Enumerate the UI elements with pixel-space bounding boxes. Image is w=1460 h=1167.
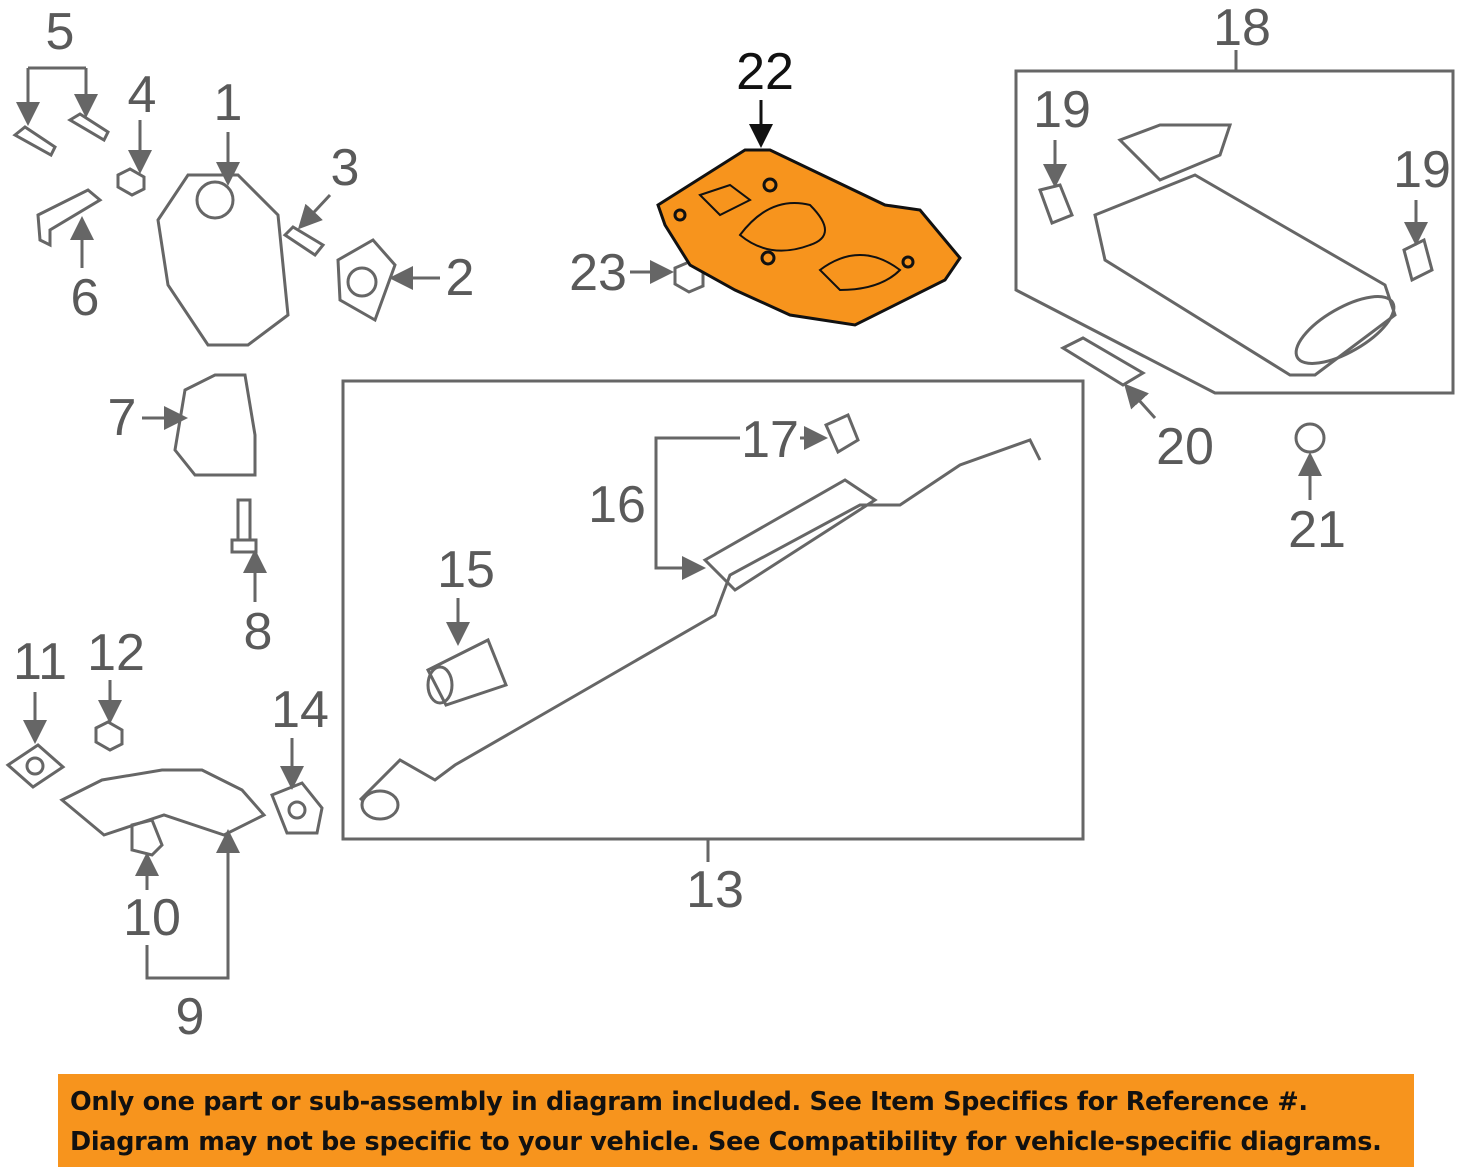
callout-2: 2 <box>445 249 475 307</box>
callout-19-right: 19 <box>1393 141 1451 199</box>
part-clamp-15 <box>425 637 508 707</box>
callout-14: 14 <box>271 681 329 739</box>
callout-6: 6 <box>70 269 100 327</box>
part-hanger-19a <box>1038 183 1074 225</box>
callout-8: 8 <box>243 603 273 661</box>
part-gasket-2 <box>336 238 397 323</box>
part-front-pipe-13 <box>358 438 1042 821</box>
callout-1: 1 <box>213 74 243 132</box>
disclaimer-banner: Only one part or sub-assembly in diagram… <box>58 1074 1414 1167</box>
callout-9: 9 <box>175 988 205 1046</box>
part-hanger-19b <box>1402 237 1434 283</box>
callout-16: 16 <box>588 476 646 534</box>
disclaimer-line-2: Diagram may not be specific to your vehi… <box>70 1127 1382 1157</box>
part-nut-12 <box>94 720 124 752</box>
part-gasket-20 <box>1059 336 1146 387</box>
callout-5: 5 <box>45 3 75 61</box>
callout-11: 11 <box>13 633 67 691</box>
leader-lines <box>16 50 1428 980</box>
part-bolts-5 <box>12 112 110 158</box>
callout-3: 3 <box>330 139 360 197</box>
disclaimer-line-1: Only one part or sub-assembly in diagram… <box>70 1087 1308 1117</box>
front-pipe-assembly-box <box>341 379 1085 841</box>
part-manifold-9 <box>59 768 267 837</box>
callout-23: 23 <box>569 244 627 302</box>
part-hanger-10 <box>130 818 164 857</box>
part-hanger-17 <box>824 412 860 455</box>
part-stud-3 <box>282 225 326 258</box>
callout-15: 15 <box>437 541 495 599</box>
callout-18: 18 <box>1213 0 1271 57</box>
part-bracket-6 <box>36 188 103 248</box>
part-plug-21 <box>1294 422 1326 454</box>
callout-20: 20 <box>1156 418 1214 476</box>
part-heat-shield-7 <box>173 373 257 477</box>
callout-10: 10 <box>123 889 181 947</box>
callout-13: 13 <box>686 861 744 919</box>
callout-4: 4 <box>127 66 157 124</box>
part-gasket-11 <box>5 743 66 789</box>
muffler-assembly-box <box>1014 69 1455 395</box>
part-nut-4 <box>116 167 146 197</box>
callout-21: 21 <box>1288 501 1346 559</box>
part-converter-1 <box>156 173 290 347</box>
callout-17: 17 <box>741 411 799 469</box>
part-bolt-8 <box>230 498 258 554</box>
part-muffler-18 <box>1093 123 1397 377</box>
callout-7: 7 <box>107 389 137 447</box>
callout-12: 12 <box>87 624 145 682</box>
part-gasket-14 <box>270 781 324 835</box>
part-heat-shield-22-highlighted <box>656 100 962 327</box>
callout-22: 22 <box>736 43 794 101</box>
callout-19-left: 19 <box>1033 81 1091 139</box>
